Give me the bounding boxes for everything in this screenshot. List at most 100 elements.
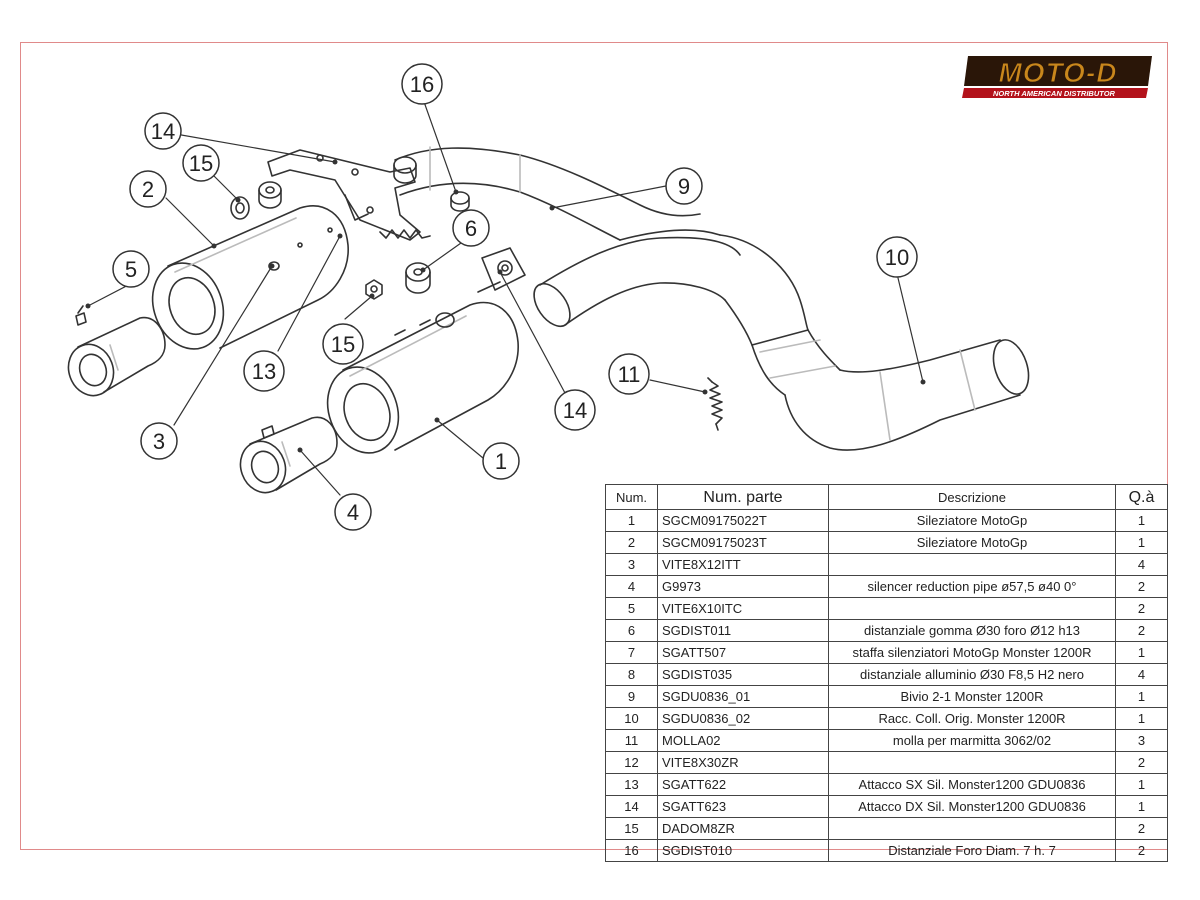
row-num: 11 xyxy=(605,729,658,752)
row-description: Sileziatore MotoGp xyxy=(828,531,1116,554)
row-num: 9 xyxy=(605,685,658,708)
svg-text:15: 15 xyxy=(331,332,355,357)
screw-5 xyxy=(75,305,87,326)
callout-1: 1 xyxy=(482,442,520,480)
nut-15 xyxy=(365,279,383,300)
rubber-spacer-upper xyxy=(258,181,282,209)
row-num: 12 xyxy=(605,751,658,774)
row-quantity: 1 xyxy=(1115,773,1168,796)
table-header-row: Num. Num. parte Descrizione Q.à xyxy=(605,484,1168,510)
row-description: distanziale gomma Ø30 foro Ø12 h13 xyxy=(828,619,1116,642)
row-quantity: 4 xyxy=(1115,663,1168,686)
row-description xyxy=(828,751,1116,774)
row-quantity: 2 xyxy=(1115,575,1168,598)
row-description: Distanziale Foro Diam. 7 h. 7 xyxy=(828,839,1116,862)
row-num: 3 xyxy=(605,553,658,576)
row-description: Attacco SX Sil. Monster1200 GDU0836 xyxy=(828,773,1116,796)
row-num: 14 xyxy=(605,795,658,818)
row-quantity: 2 xyxy=(1115,817,1168,840)
row-description: staffa silenziatori MotoGp Monster 1200R xyxy=(828,641,1116,664)
svg-text:2: 2 xyxy=(142,177,154,202)
svg-text:15: 15 xyxy=(189,151,213,176)
row-part-number: SGATT622 xyxy=(657,773,829,796)
callout-11: 11 xyxy=(608,353,650,395)
row-quantity: 2 xyxy=(1115,751,1168,774)
row-num: 15 xyxy=(605,817,658,840)
row-quantity: 4 xyxy=(1115,553,1168,576)
row-part-number: SGDU0836_01 xyxy=(657,685,829,708)
row-quantity: 1 xyxy=(1115,641,1168,664)
logo-tagline: NORTH AMERICAN DISTRIBUTOR xyxy=(993,89,1116,98)
logo-band xyxy=(962,88,1148,98)
spring-11 xyxy=(707,377,723,431)
row-num: 8 xyxy=(605,663,658,686)
row-num: 5 xyxy=(605,597,658,620)
svg-text:13: 13 xyxy=(252,359,276,384)
row-part-number: VITE8X12ITT xyxy=(657,553,829,576)
row-description xyxy=(828,597,1116,620)
logo-wordmark: MOTO-D xyxy=(998,57,1117,88)
row-part-number: SGATT507 xyxy=(657,641,829,664)
row-num: 6 xyxy=(605,619,658,642)
bracket-spring xyxy=(379,229,431,239)
header-quantity: Q.à xyxy=(1115,484,1168,510)
row-quantity: 1 xyxy=(1115,685,1168,708)
row-num: 1 xyxy=(605,509,658,532)
row-part-number: G9973 xyxy=(657,575,829,598)
svg-text:11: 11 xyxy=(618,362,641,387)
row-quantity: 1 xyxy=(1115,509,1168,532)
row-part-number: SGCM09175022T xyxy=(657,509,829,532)
svg-text:9: 9 xyxy=(678,174,690,199)
row-description: Attacco DX Sil. Monster1200 GDU0836 xyxy=(828,795,1116,818)
callout-13: 13 xyxy=(243,350,285,392)
callout-14: 14 xyxy=(554,389,596,431)
moto-d-logo: MOTO-D NORTH AMERICAN DISTRIBUTOR xyxy=(962,56,1152,98)
row-description: molla per marmitta 3062/02 xyxy=(828,729,1116,752)
silencer-1 xyxy=(326,301,519,454)
leader-dots xyxy=(85,159,926,453)
callout-9: 9 xyxy=(665,167,703,205)
silencer-2 xyxy=(151,205,349,350)
row-num: 10 xyxy=(605,707,658,730)
svg-text:1: 1 xyxy=(495,449,507,474)
callout-7: 14 xyxy=(144,112,182,150)
row-quantity: 1 xyxy=(1115,531,1168,554)
drawing-frame xyxy=(20,42,1168,850)
row-part-number: SGDIST035 xyxy=(657,663,829,686)
row-part-number: MOLLA02 xyxy=(657,729,829,752)
collector-pipe xyxy=(751,329,1030,451)
row-num: 13 xyxy=(605,773,658,796)
svg-text:4: 4 xyxy=(347,500,359,525)
svg-text:5: 5 xyxy=(125,257,137,282)
row-part-number: VITE8X30ZR xyxy=(657,751,829,774)
row-part-number: SGDIST010 xyxy=(657,839,829,862)
row-description: Sileziatore MotoGp xyxy=(828,509,1116,532)
svg-text:16: 16 xyxy=(410,72,434,97)
spacer-16 xyxy=(450,191,470,212)
row-description xyxy=(828,553,1116,576)
row-part-number: VITE6X10ITC xyxy=(657,597,829,620)
callout-16: 16 xyxy=(401,63,443,105)
row-num: 16 xyxy=(605,839,658,862)
row-quantity: 1 xyxy=(1115,707,1168,730)
row-num: 4 xyxy=(605,575,658,598)
callout-5: 5 xyxy=(112,250,150,288)
callout-4: 4 xyxy=(334,493,372,531)
row-part-number: SGCM09175023T xyxy=(657,531,829,554)
row-quantity: 1 xyxy=(1115,795,1168,818)
attachment-14 xyxy=(477,247,526,293)
rubber-spacer-upper-2 xyxy=(393,156,417,184)
callout-2: 2 xyxy=(129,170,167,208)
